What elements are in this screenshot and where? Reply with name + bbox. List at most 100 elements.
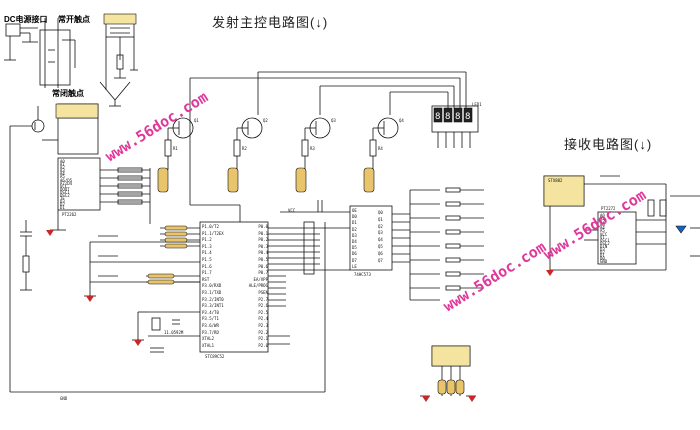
pin-label: D1 [60, 205, 65, 211]
pin-label: XTAL1 [202, 342, 215, 348]
pin-label: OSC1 [60, 189, 70, 195]
pin-label: RST [202, 276, 210, 282]
pin-label: P0.4 [258, 250, 268, 256]
pin-label: P2.4 [258, 316, 268, 322]
pin-label: A3 [600, 222, 605, 228]
pin-label: A5 [60, 174, 65, 180]
pin-label: D6 [352, 251, 357, 257]
rx-module-name: STX882 [548, 178, 563, 183]
crystal-label: 11.0592M [164, 330, 184, 335]
pin-label: A4 [600, 225, 605, 231]
pin-label: Q0 [378, 210, 383, 215]
pin-label: VT [600, 234, 605, 240]
pin-label: D7 [352, 257, 357, 263]
dc-jack [5, 23, 21, 37]
pin-label: D5 [352, 245, 357, 251]
pin-label: D2 [60, 202, 65, 208]
pin-label: DIN [600, 243, 608, 249]
pin-label: A2 [60, 165, 65, 171]
pin-label: A1 [60, 162, 65, 168]
pin-label: OSC1 [600, 237, 610, 243]
pin-label: D3 [60, 199, 65, 205]
pin-label: P0.7 [258, 270, 268, 276]
pin-label: Q2 [378, 223, 383, 229]
pin-label: A5 [600, 228, 605, 234]
resistor-r2-label: R2 [242, 146, 247, 151]
pin-label: XTAL2 [202, 336, 215, 342]
pin-label: VCC [600, 231, 608, 237]
resistor-r1-label: R1 [173, 146, 178, 151]
vcc-label: VCC [288, 208, 296, 213]
latch-chip-name: 74HC573 [354, 272, 371, 277]
pin-label: Q6 [378, 250, 383, 256]
pin-label: P2.5 [258, 309, 268, 315]
pin-label: P3.2/INT0 [202, 296, 224, 302]
pin-label: LE [352, 263, 357, 269]
pin-label: D0 [352, 214, 357, 220]
svg-text:8: 8 [445, 112, 450, 122]
pin-label: A4 [60, 171, 65, 177]
transistor-q4-label: Q4 [399, 118, 404, 123]
rx-decoder-chip [597, 211, 637, 265]
pin-label: P1.0/T2 [202, 224, 219, 229]
pin-label: Q5 [378, 243, 383, 249]
pin-label: P2.7 [258, 296, 268, 302]
pin-label: P0.3 [258, 243, 268, 249]
receive-diagram-title: 接收电路图(↓) [564, 137, 653, 152]
pin-label: OE [352, 208, 357, 213]
pin-label: GND [600, 259, 608, 265]
pin-label: VCC [60, 183, 68, 189]
pin-label: D4 [352, 238, 357, 244]
pin-label: P0.1 [258, 230, 268, 236]
seven-segment-display [431, 105, 479, 133]
pin-label: D3 [600, 247, 605, 253]
pin-label: P0.5 [258, 256, 268, 262]
rx-decoder-name: PT2272 [601, 206, 616, 211]
mcu-chip [199, 221, 269, 353]
transmit-diagram-title: 发射主控电路图(↓) [212, 15, 329, 30]
dc-port-label: DC电源接口 [4, 15, 48, 24]
pin-label: P2.1 [258, 336, 268, 342]
resistor-r4-label: R4 [378, 146, 383, 151]
pin-label: A1 [600, 216, 605, 222]
pin-label: P1.5 [202, 256, 212, 262]
crystal [151, 317, 161, 331]
pin-label: P1.1/T2EX [202, 230, 224, 236]
encoder-chip [57, 157, 101, 211]
pin-label: D3 [352, 232, 357, 238]
pin-label: P3.5/T1 [202, 316, 219, 322]
transistor-q2-label: Q2 [263, 118, 268, 123]
pin-label: P2.2 [258, 329, 268, 335]
pin-label: P3.1/TXD [202, 289, 222, 295]
pin-label: P0.0 [258, 224, 268, 229]
pin-label: P2.0 [258, 342, 268, 348]
pin-label: A2 [600, 219, 605, 225]
svg-text:8: 8 [465, 112, 470, 122]
pin-label: Q3 [378, 230, 383, 236]
resistor-r3-label: R3 [310, 146, 315, 151]
pin-label: D1 [600, 253, 605, 259]
pin-label: D1 [352, 220, 357, 226]
mcu-chip-name: STC89C52 [205, 354, 225, 359]
pin-label: OSC2 [600, 240, 610, 246]
pin-label: D2 [352, 226, 357, 232]
pin-label: D0 [600, 256, 605, 262]
pin-label: P3.4/T0 [202, 309, 219, 315]
pin-label: P1.2 [202, 237, 212, 243]
normally-closed-label: 常闭触点 [52, 89, 84, 98]
pin-label: P1.3 [202, 243, 212, 249]
pin-label: P3.7/RD [202, 329, 219, 335]
pin-label: P1.6 [202, 263, 212, 269]
pin-label: Q1 [378, 216, 383, 222]
pin-label: P2.3 [258, 322, 268, 328]
svg-text:8: 8 [435, 112, 440, 122]
pin-label: A6/D5 [60, 177, 73, 183]
pin-label: EA/VPP [253, 276, 268, 282]
pin-label: P2.6 [258, 303, 268, 309]
transistor-q1-label: Q1 [194, 118, 199, 123]
